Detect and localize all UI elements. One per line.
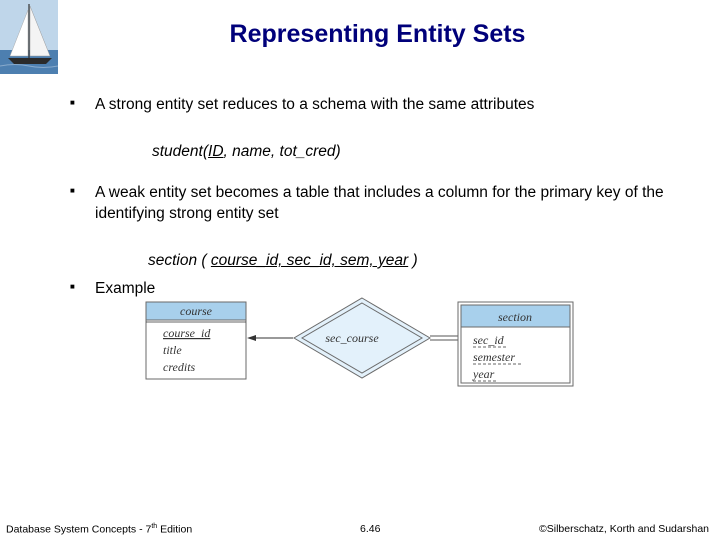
sailboat-logo [0, 0, 59, 74]
relationship-sec-course: sec_course [293, 297, 431, 379]
schema-weak: section ( course_id, sec_id, sem, year ) [148, 252, 418, 269]
arrow-head-icon [247, 335, 256, 341]
attr-year: year [472, 367, 495, 381]
bullet-marker: ■ [70, 186, 75, 195]
attr-sec-id: sec_id [473, 333, 505, 347]
entity-course-name: course [180, 304, 213, 318]
bullet-example: Example [95, 280, 156, 297]
relationship-name: sec_course [325, 331, 379, 345]
bullet-marker: ■ [70, 98, 75, 107]
attr-semester: semester [473, 350, 515, 364]
slide-title: Representing Entity Sets [229, 20, 526, 48]
bullet-strong-entity: A strong entity set reduces to a schema … [95, 96, 535, 113]
bullet-marker: ■ [70, 282, 75, 291]
er-diagram: course course_id title credits sec_cours… [145, 297, 574, 387]
footer-copyright: ©Silberschatz, Korth and Sudarshan [539, 523, 709, 535]
footer-page-number: 6.46 [360, 523, 381, 535]
entity-section-name: section [498, 310, 532, 324]
attr-credits: credits [163, 360, 196, 374]
schema-strong: student(ID, name, tot_cred) [152, 143, 341, 160]
attr-course-id: course_id [163, 326, 211, 340]
entity-course: course course_id title credits [145, 301, 247, 380]
bullet-weak-entity: A weak entity set becomes a table that i… [95, 184, 664, 222]
entity-section: section sec_id semester year [457, 301, 574, 387]
attr-title: title [163, 343, 182, 357]
footer-book-title: Database System Concepts - 7th Edition [6, 523, 193, 536]
